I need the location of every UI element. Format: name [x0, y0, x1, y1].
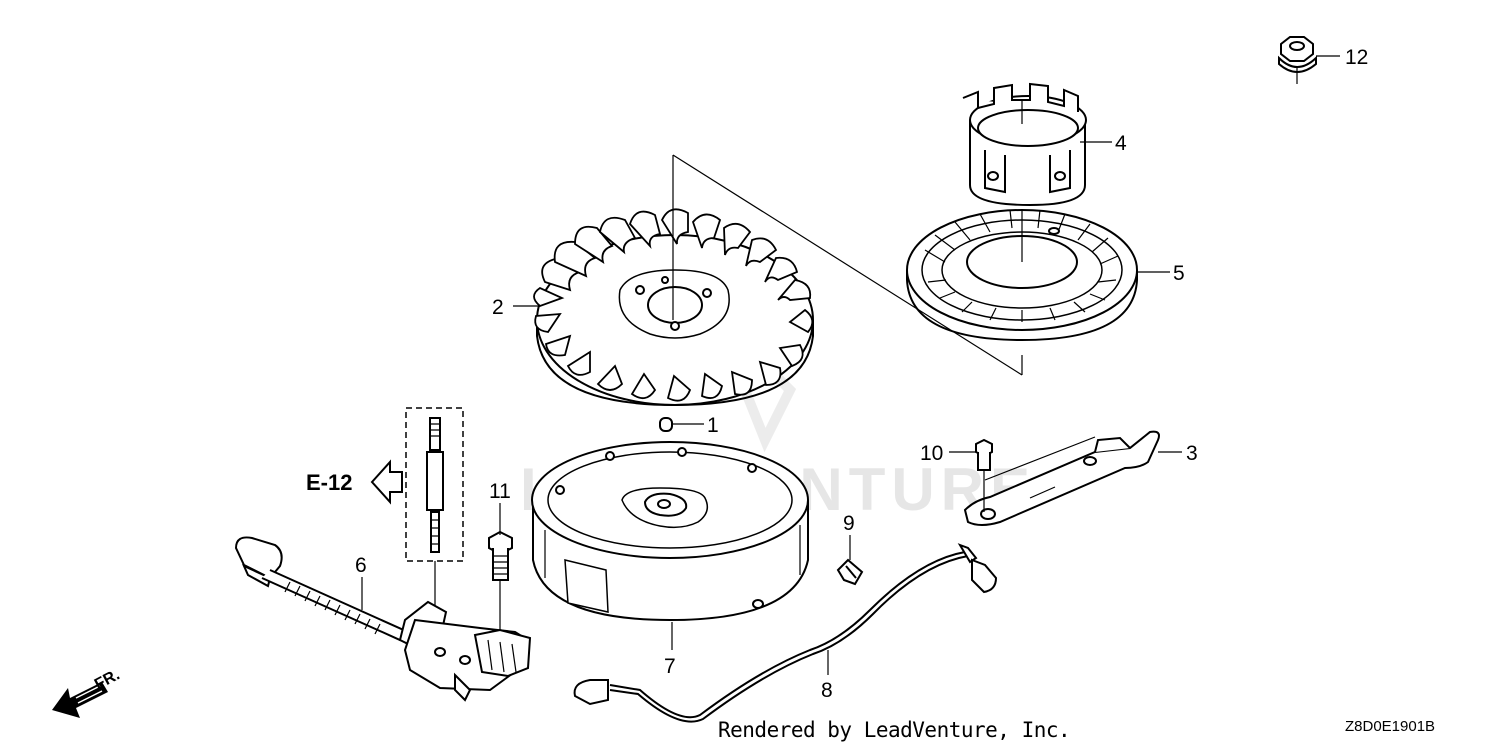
reference-label: E-12: [306, 470, 352, 495]
flange-nut-part: [1278, 36, 1317, 73]
starter-pulley-part: [962, 82, 1087, 207]
callout-9: 9: [843, 512, 855, 535]
wire-clip-part: [836, 558, 864, 586]
render-credit: Rendered by LeadVenture, Inc.: [718, 718, 1071, 742]
callout-2: 2: [492, 296, 504, 319]
flywheel-part: [531, 441, 809, 622]
callout-8: 8: [821, 679, 833, 702]
woodruff-key-part: [659, 417, 673, 432]
diagram-code: Z8D0E1901B: [1345, 718, 1436, 735]
callout-11: 11: [489, 480, 511, 503]
bracket-part: [963, 430, 1160, 526]
stud-reference-box: [405, 407, 464, 610]
front-direction-arrow: FR.: [52, 666, 123, 718]
small-bolt-part: [975, 438, 993, 512]
callout-10: 10: [920, 442, 943, 465]
callout-7: 7: [664, 655, 676, 678]
cooling-fan-part: [533, 208, 814, 407]
callout-3: 3: [1186, 442, 1198, 465]
ignition-coil-part: [234, 536, 532, 702]
callout-4: 4: [1115, 132, 1127, 155]
callout-1: 1: [707, 414, 719, 437]
ground-wire-part: [573, 543, 998, 723]
callout-6: 6: [355, 554, 367, 577]
reference-arrow: E-12: [306, 459, 403, 505]
callout-leaders: [361, 55, 1340, 675]
guide-lines: [672, 67, 1298, 376]
callout-12: 12: [1345, 46, 1368, 69]
coil-bolt-part: [488, 530, 513, 640]
callout-5: 5: [1173, 262, 1185, 285]
